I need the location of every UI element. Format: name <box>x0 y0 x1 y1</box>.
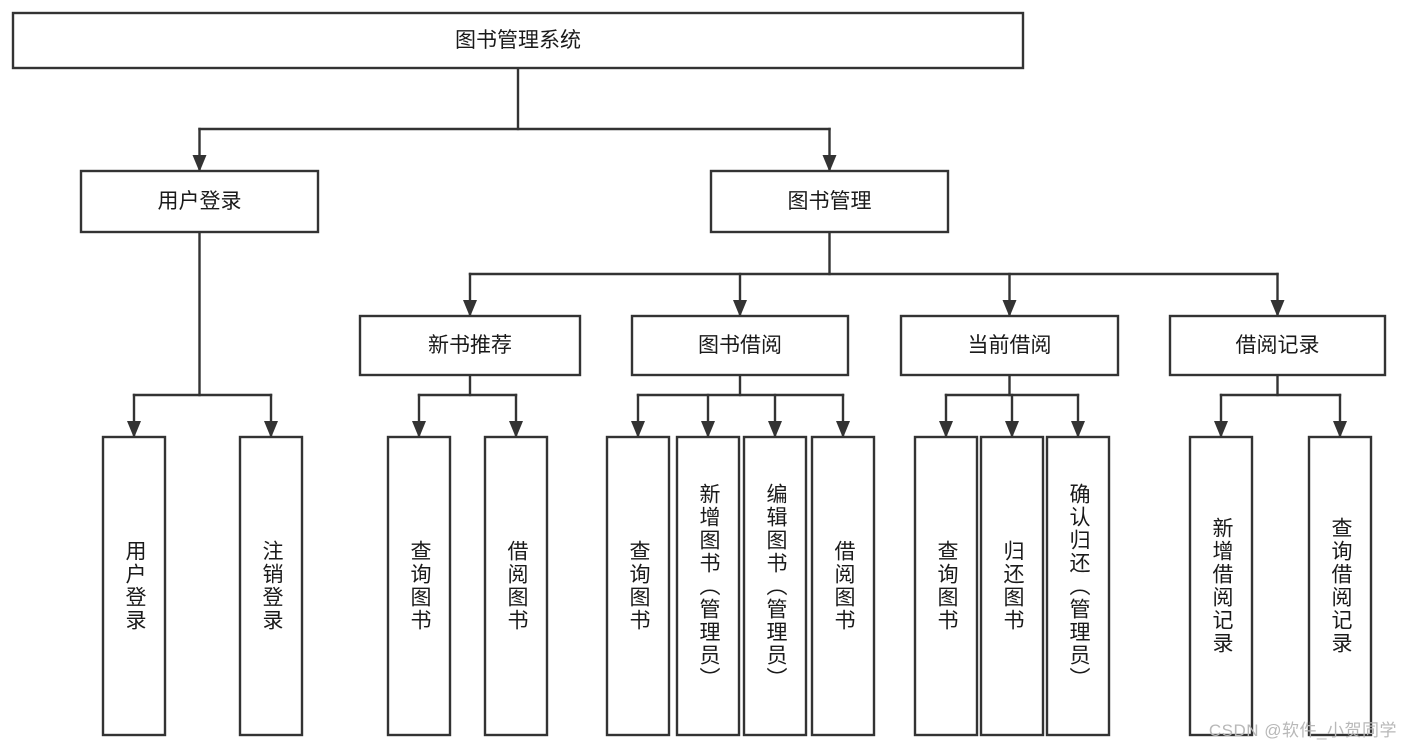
connector-arrowhead <box>822 155 837 172</box>
node-label-user-login: 用户登录 <box>158 190 242 213</box>
node-box-leaf-query-book-3[interactable] <box>913 435 979 737</box>
connector-arrowhead <box>1270 300 1285 317</box>
node-box-leaf-query-book-1[interactable] <box>386 435 452 737</box>
node-label-current-borrow: 当前借阅 <box>968 334 1052 357</box>
node-box-leaf-edit-book[interactable] <box>742 435 808 737</box>
node-box-user-login[interactable] <box>79 169 320 234</box>
node-label-root: 图书管理系统 <box>455 29 581 52</box>
connector-layer <box>127 66 1347 438</box>
connector-arrowhead <box>509 421 523 438</box>
csdn-watermark: CSDN @软件_小贺同学 <box>1208 721 1397 740</box>
connector-arrowhead <box>463 300 477 317</box>
node-box-root[interactable] <box>11 11 1025 70</box>
node-box-leaf-query-record[interactable] <box>1307 435 1373 737</box>
node-label-borrow-record: 借阅记录 <box>1236 334 1320 357</box>
connector-arrowhead <box>412 421 426 438</box>
node-box-leaf-query-book-2[interactable] <box>605 435 671 737</box>
connector-arrowhead <box>1005 421 1019 438</box>
node-label-new-book-rec: 新书推荐 <box>428 334 512 357</box>
connector-arrowhead <box>733 300 747 317</box>
connector-arrowhead <box>1333 421 1347 438</box>
node-box-book-borrow[interactable] <box>630 314 850 377</box>
connector-arrowhead <box>631 421 645 438</box>
connector-arrowhead <box>127 421 141 438</box>
connector-arrowhead <box>939 421 953 438</box>
node-box-leaf-confirm-return[interactable] <box>1045 435 1111 737</box>
node-box-current-borrow[interactable] <box>899 314 1120 377</box>
connector-arrowhead <box>1002 300 1017 317</box>
node-box-borrow-record[interactable] <box>1168 314 1387 377</box>
node-box-leaf-borrow-book-2[interactable] <box>810 435 876 737</box>
connector-arrowhead <box>192 155 207 172</box>
node-label-book-manage: 图书管理 <box>788 190 872 213</box>
connector-arrowhead <box>836 421 850 438</box>
connector-arrowhead <box>701 421 715 438</box>
node-box-leaf-logout[interactable] <box>238 435 304 737</box>
node-box-new-book-rec[interactable] <box>358 314 582 377</box>
node-box-leaf-user-login[interactable] <box>101 435 167 737</box>
node-box-leaf-borrow-book-1[interactable] <box>483 435 549 737</box>
node-box-leaf-return-book[interactable] <box>979 435 1045 737</box>
connector-arrowhead <box>1071 421 1085 438</box>
node-box-layer <box>11 11 1387 737</box>
node-label-book-borrow: 图书借阅 <box>698 334 782 357</box>
node-box-leaf-add-book[interactable] <box>675 435 741 737</box>
node-box-leaf-add-record[interactable] <box>1188 435 1254 737</box>
node-box-book-manage[interactable] <box>709 169 950 234</box>
connector-arrowhead <box>264 421 278 438</box>
connector-arrowhead <box>768 421 782 438</box>
connector-arrowhead <box>1214 421 1228 438</box>
